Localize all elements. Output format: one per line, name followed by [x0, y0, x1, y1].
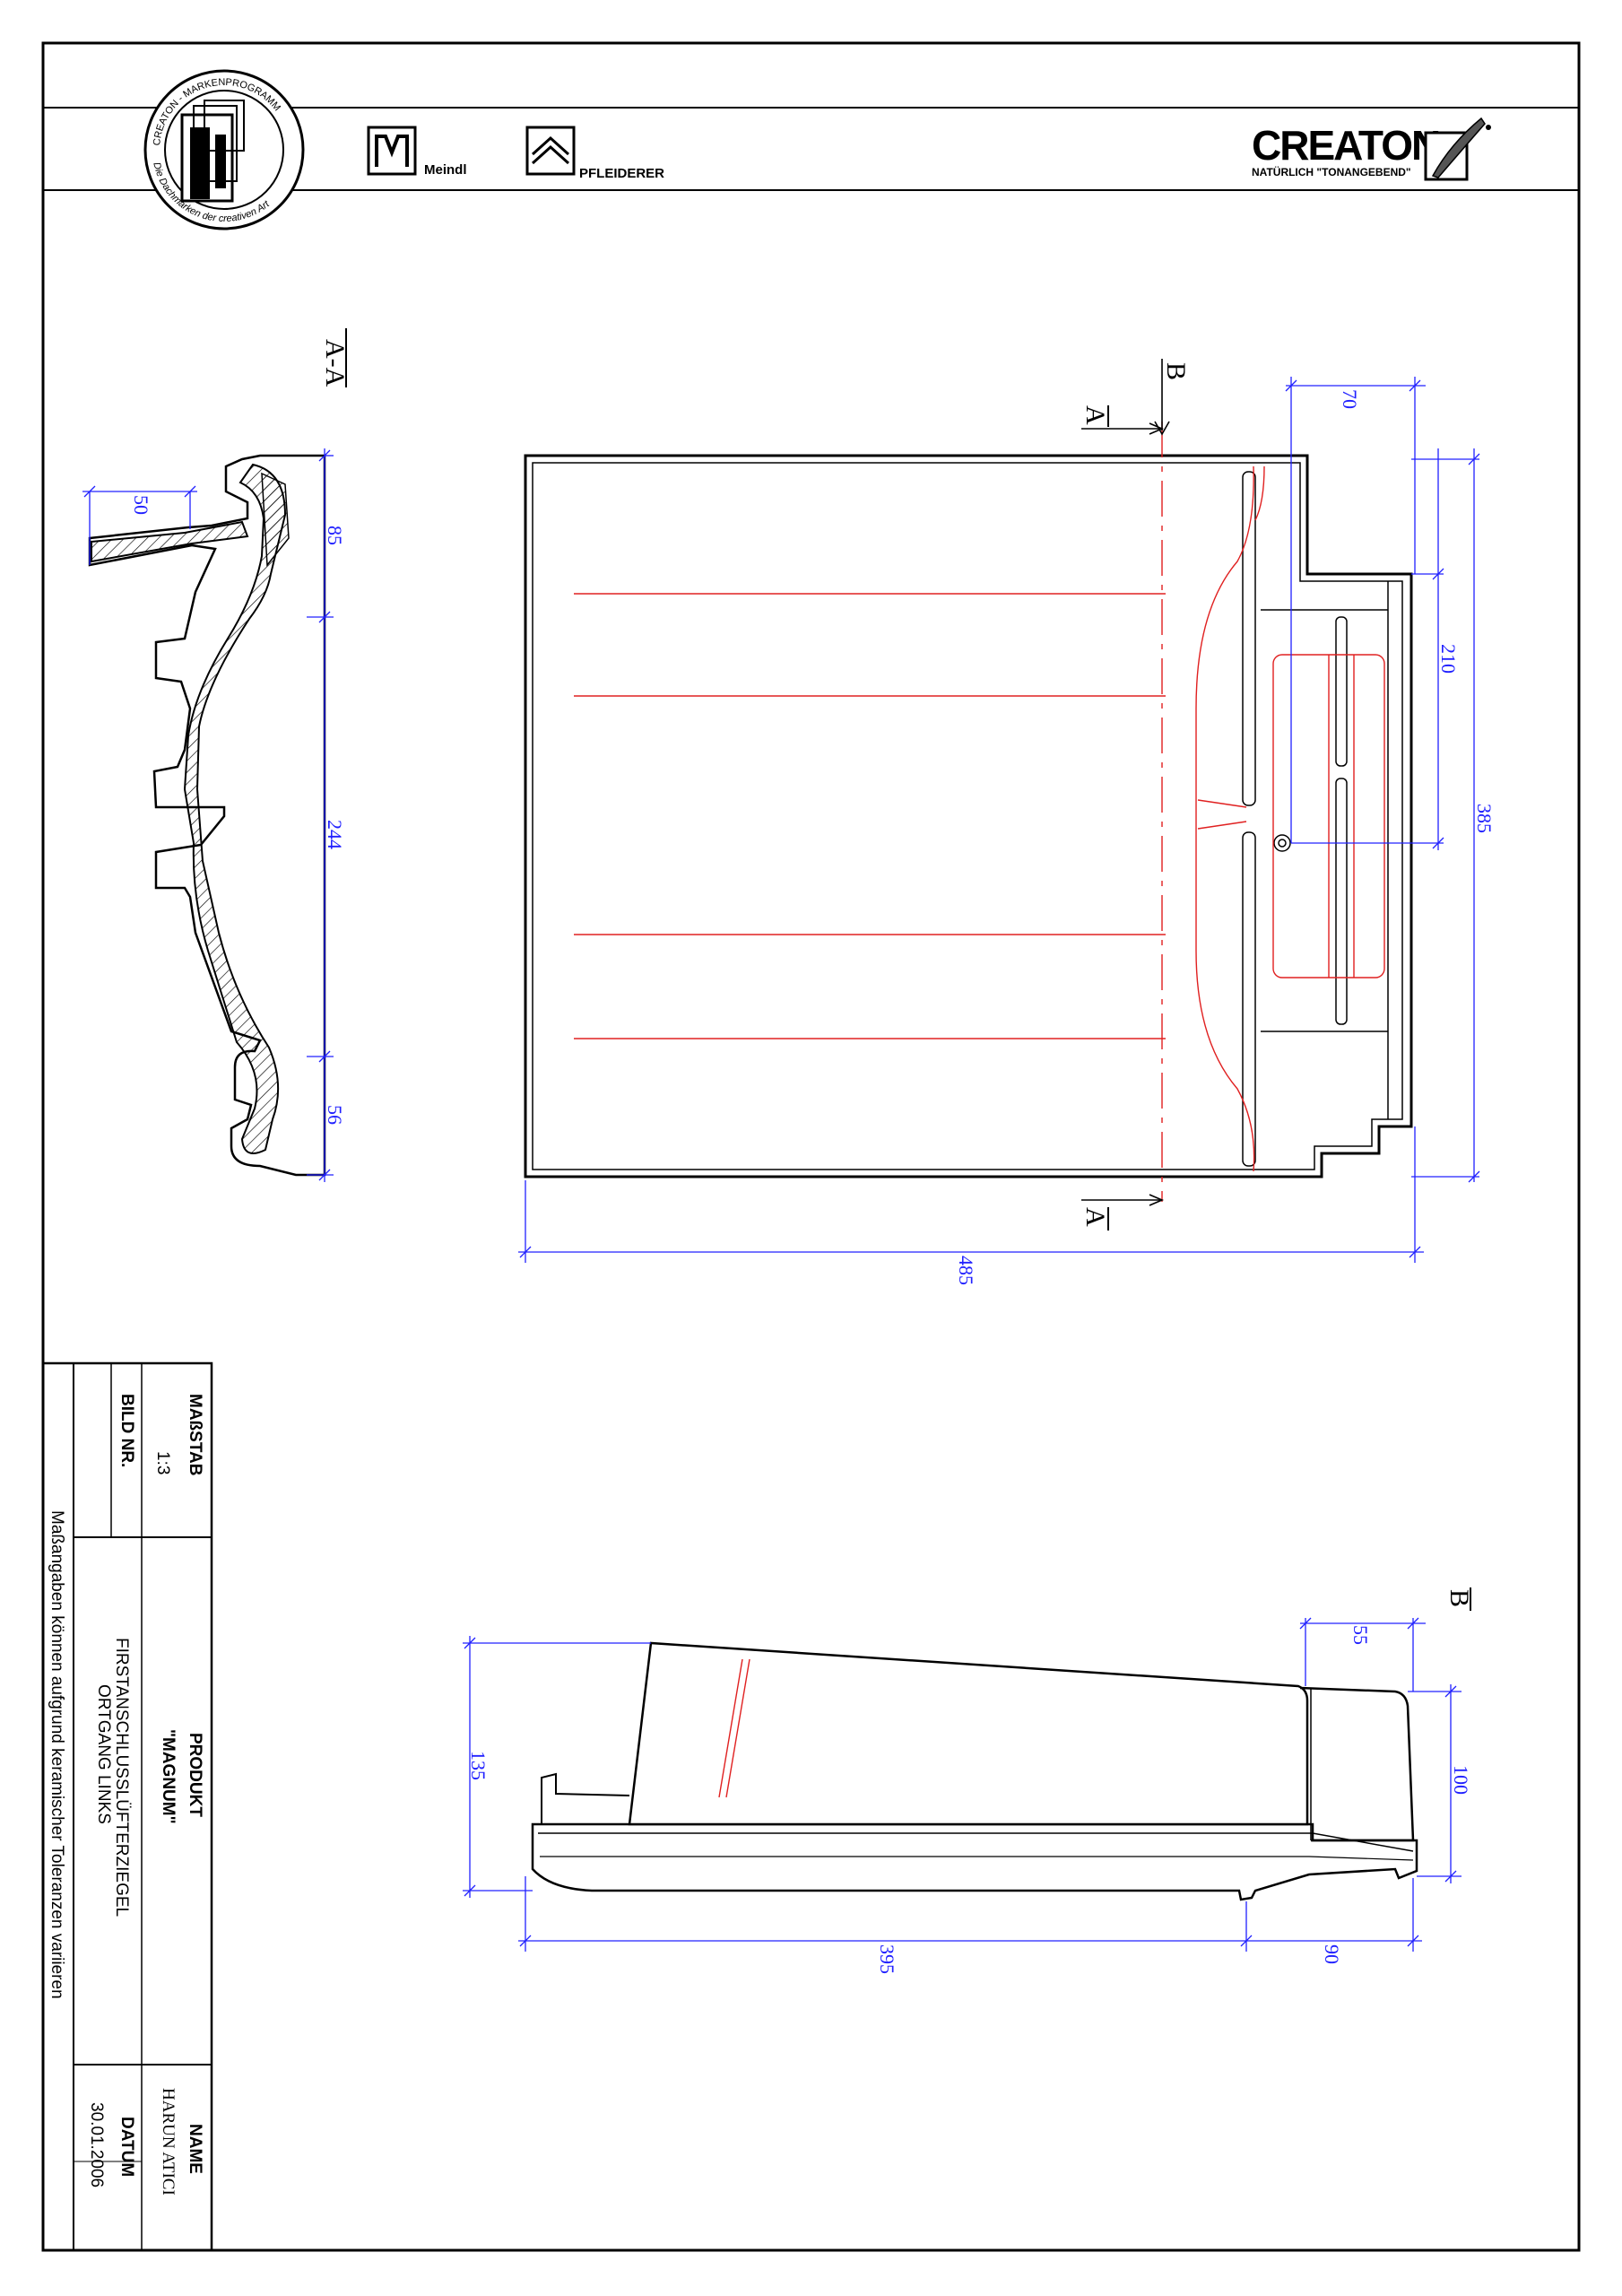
- product-desc-2: ORTGANG LINKS: [94, 1684, 113, 1824]
- product-desc-1: FIRSTANSCHLUSSLÜFTERZIEGEL: [112, 1638, 131, 1917]
- dim-85: 85: [324, 526, 346, 545]
- creaton-seal-logo: CREATON - MARKENPROGRAMM Die Dachmarken …: [143, 69, 305, 230]
- top-view-hidden-lines: [574, 422, 1385, 1202]
- scale-value: 1:3: [153, 1451, 172, 1474]
- cut-label-a-bottom: A: [1080, 1207, 1110, 1227]
- side-view-b-title: B: [1444, 1589, 1474, 1607]
- scale-label: MAßSTAB: [186, 1394, 204, 1475]
- meindl-label: Meindl: [424, 162, 467, 178]
- dim-56: 56: [324, 1105, 346, 1125]
- section-a-a-view: A-A 50 85 244 56: [82, 328, 350, 1182]
- dim-395: 395: [876, 1944, 898, 1974]
- creaton-wordmark: CREATON: [1252, 122, 1439, 169]
- dim-210: 210: [1437, 644, 1460, 674]
- pfleiderer-logo: PFLEIDERER: [525, 126, 664, 181]
- top-view-outline: [524, 454, 1413, 1178]
- cut-label-a-top: A: [1080, 405, 1110, 425]
- dim-55: 55: [1349, 1625, 1372, 1645]
- tolerance-note: Maßangaben können aufgrund keramischer T…: [48, 1510, 66, 1999]
- date-label: DATUM: [117, 2117, 136, 2177]
- section-a-a-hatched-lug: [91, 520, 249, 563]
- image-no-label: BILD NR.: [117, 1394, 136, 1467]
- creaton-tagline: NATÜRLICH "TONANGEBEND": [1252, 165, 1411, 178]
- creaton-logo: CREATON NATÜRLICH "TONANGEBEND": [1252, 117, 1491, 181]
- dim-50: 50: [130, 495, 152, 515]
- date-value: 30.01.2006: [87, 2102, 106, 2187]
- dim-90: 90: [1321, 1944, 1343, 1964]
- sheet-border: [41, 41, 1581, 2252]
- dim-100: 100: [1450, 1765, 1472, 1795]
- pfleiderer-label: PFLEIDERER: [579, 166, 664, 181]
- name-label: NAME: [186, 2124, 204, 2174]
- title-block: MAßSTAB 1:3 BILD NR. PRODUKT "MAGNUM" FI…: [41, 1361, 213, 2252]
- cut-label-b: B: [1161, 362, 1191, 380]
- section-a-a-outline: [88, 454, 326, 1177]
- dim-244: 244: [324, 820, 346, 849]
- section-a-a-hatched-nose: [261, 472, 290, 567]
- name-value: HARUN ATICI: [159, 2088, 178, 2196]
- side-view-b-body: [628, 1641, 1309, 1826]
- top-view: B A A 70 210 385 485: [518, 359, 1496, 1285]
- dim-485: 485: [955, 1256, 977, 1285]
- product-name: "MAGNUM": [159, 1729, 178, 1824]
- meindl-logo: Meindl: [367, 126, 467, 178]
- dim-385: 385: [1473, 804, 1496, 833]
- dim-70: 70: [1339, 389, 1361, 409]
- section-a-a-title: A-A: [320, 339, 350, 387]
- side-view-hidden-lines: [718, 1658, 750, 1798]
- side-view-b: B: [463, 1587, 1474, 1974]
- product-label: PRODUKT: [186, 1733, 204, 1817]
- top-view-ribs: [1242, 471, 1388, 1167]
- side-view-b-outline: [531, 1822, 1418, 1901]
- dim-135: 135: [467, 1751, 490, 1780]
